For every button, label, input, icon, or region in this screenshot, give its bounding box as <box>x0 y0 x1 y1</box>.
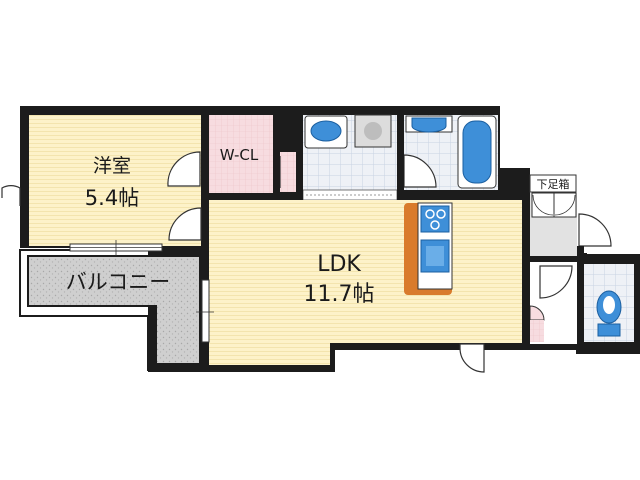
wall-toilet-left <box>577 246 584 346</box>
toilet-tank <box>597 323 621 337</box>
outer-wall-right-step <box>584 260 640 348</box>
wall-washroom-bath <box>397 106 404 200</box>
walk-in-closet-floor <box>209 115 273 193</box>
wall-closet-washroom <box>273 106 280 192</box>
balcony-label: バルコニー <box>66 270 171 294</box>
shoe-box-label: 下足箱 <box>537 177 570 191</box>
wall-bath-bottom <box>404 190 500 200</box>
door-entrance-storage <box>539 265 573 299</box>
toilet-bowl <box>603 296 615 314</box>
ldk-name: LDK <box>317 252 361 277</box>
western-room-area: 5.4帖 <box>85 186 139 210</box>
wall-ldk-entrance <box>522 193 530 343</box>
balcony-railing <box>19 249 207 371</box>
walk-in-closet-label: W-CL <box>220 146 259 164</box>
ldk-area: 11.7帖 <box>304 282 375 307</box>
window-ldk <box>201 279 210 343</box>
door-toilet <box>578 213 612 247</box>
bath-sink-icon <box>411 117 447 133</box>
kitchen-sink-bowl <box>426 246 444 266</box>
door-western-room-closet <box>167 151 201 187</box>
burner-icon <box>436 209 446 219</box>
balcony-floor <box>27 255 201 365</box>
shoe-box-door-right <box>554 194 576 216</box>
wall-entrance-divider <box>530 256 577 262</box>
wall-strip-washroom <box>296 106 303 200</box>
wall-closet-bottom <box>209 193 296 200</box>
door-washroom <box>403 154 437 188</box>
burner-icon <box>425 209 435 219</box>
door-western-room-ldk <box>168 207 202 241</box>
stove-icon <box>420 205 450 233</box>
closet-side-strip <box>280 152 296 192</box>
burner-icon <box>430 220 440 230</box>
washing-machine-drain-icon <box>364 122 382 140</box>
shoe-box-label-bg <box>529 174 577 193</box>
washbasin-bowl-icon <box>310 120 342 142</box>
door-western-room-outer <box>1 184 21 206</box>
shoe-box-door-left <box>532 194 554 216</box>
wall-western-closet <box>201 106 209 152</box>
western-room-name: 洋室 <box>93 155 131 177</box>
bathtub-basin-icon <box>462 120 492 184</box>
door-front <box>459 343 485 373</box>
small-storage <box>530 320 544 342</box>
